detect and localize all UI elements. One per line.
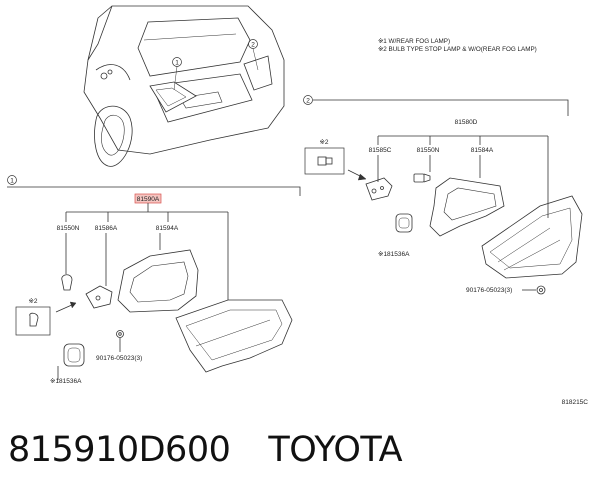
g2-nut-icon xyxy=(536,285,546,295)
g1-grommet-icon xyxy=(63,343,85,367)
footer-caption: 815910D600 TOYOTA xyxy=(8,430,403,480)
g1-header-part: 81590A xyxy=(137,196,160,203)
g2-bulb-icon xyxy=(413,173,431,183)
g1-gasket-icon xyxy=(117,249,199,313)
g1-lamp-housing xyxy=(175,299,293,373)
g2-grommet-label: ※181536A xyxy=(378,251,410,258)
part-number: 815910D600 xyxy=(8,430,231,470)
group-1-marker xyxy=(7,175,17,185)
g1-arrow xyxy=(55,303,75,313)
car-callout-1: 1 xyxy=(172,57,182,91)
g1-socket-label: 81586A xyxy=(95,225,118,232)
g1-grommet-label: ※181536A xyxy=(50,378,82,385)
group-1-marker-label: 1 xyxy=(10,178,14,185)
g2-socket-label: 81585C xyxy=(369,147,392,154)
note-rear-fog: ※1 W/REAR FOG LAMP) xyxy=(378,38,450,45)
g2-inset-marker: ※2 xyxy=(319,139,328,146)
g1-bulb-label: 81550N xyxy=(57,225,80,232)
car-callout-1-label: 1 xyxy=(175,60,179,67)
group-1: 1 81590A 81550N 81586A 81594A ※2 xyxy=(7,175,301,385)
g2-socket-icon xyxy=(365,177,393,201)
brand-name: TOYOTA xyxy=(268,430,403,470)
g2-inset-box xyxy=(304,147,345,175)
diagram-canvas: 1 2 ※1 W/REAR FOG LAMP) ※2 BULB TYPE STO… xyxy=(7,5,589,406)
g2-grommet-icon xyxy=(395,213,413,233)
g1-inset-bulb-icon xyxy=(29,312,39,327)
group-2-marker xyxy=(303,95,313,105)
g2-bulb-label: 81550N xyxy=(417,147,440,154)
group-2-marker-label: 2 xyxy=(306,98,310,105)
car-callout-2: 2 xyxy=(248,39,259,71)
g2-gasket-label: 81584A xyxy=(471,147,494,154)
note-bulb-type: ※2 BULB TYPE STOP LAMP & W/O(REAR FOG LA… xyxy=(378,46,537,53)
g2-inset-bulb-icon xyxy=(317,156,333,166)
g1-gasket-label: 81594A xyxy=(156,225,179,232)
car-illustration xyxy=(83,5,285,167)
g1-bulb-icon xyxy=(61,274,73,291)
g2-header-part: 81580D xyxy=(455,119,478,126)
g1-inset-marker: ※2 xyxy=(28,298,37,305)
car-callout-2-label: 2 xyxy=(251,42,255,49)
group-2: 2 81580D 81585C 81550N 81584A ※2 xyxy=(303,95,583,295)
drawing-code: 818215C xyxy=(562,399,589,406)
g1-nut-label: 90176-05023(3) xyxy=(96,355,142,362)
g2-gasket-icon xyxy=(429,177,505,237)
g1-inset-box xyxy=(15,306,51,336)
g1-socket-icon xyxy=(85,285,113,309)
g2-lamp-housing xyxy=(481,195,583,279)
g2-nut-label: 90176-05023(3) xyxy=(466,287,512,294)
g1-nut-icon xyxy=(116,330,124,338)
